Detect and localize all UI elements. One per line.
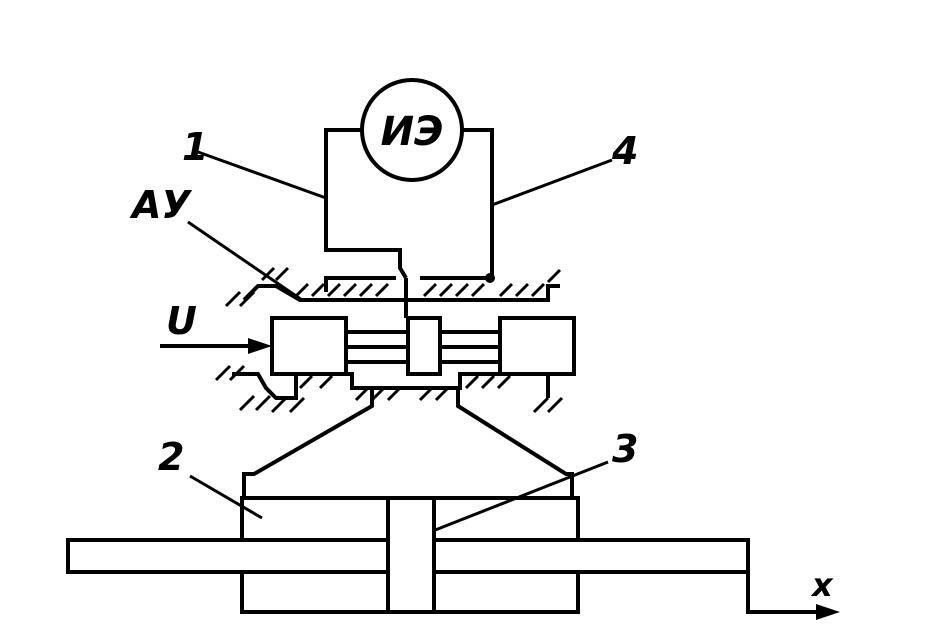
label-3: 3 bbox=[612, 427, 638, 471]
measuring-element: ИЭ bbox=[360, 78, 464, 182]
hydraulic-cylinder bbox=[66, 496, 750, 614]
measuring-element-label: ИЭ bbox=[381, 109, 444, 155]
input-arrow bbox=[160, 338, 272, 354]
label-x: x bbox=[810, 566, 834, 604]
hydraulic-lines bbox=[242, 388, 574, 498]
label-au: АУ bbox=[129, 183, 192, 227]
feedback-lines bbox=[324, 128, 495, 318]
label-u: U bbox=[166, 299, 197, 343]
output-arrow bbox=[746, 572, 840, 620]
label-1: 1 bbox=[182, 125, 208, 169]
label-2: 2 bbox=[158, 435, 184, 479]
label-4: 4 bbox=[611, 129, 638, 173]
spool-valve bbox=[270, 316, 576, 376]
valve-housing bbox=[214, 266, 564, 414]
